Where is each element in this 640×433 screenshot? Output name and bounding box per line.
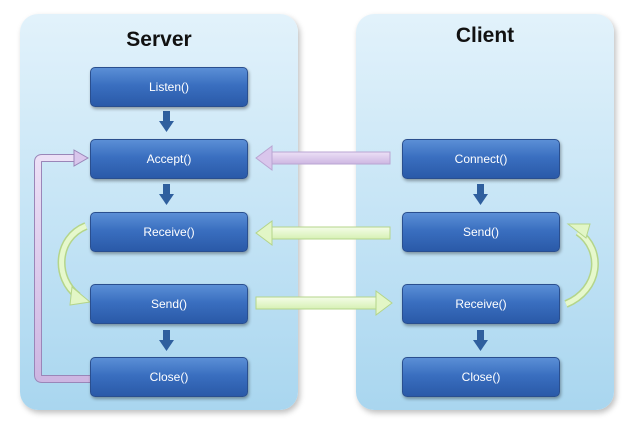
- server-curve-arrowhead: [69, 286, 92, 306]
- server-send-box: Send(): [90, 284, 248, 324]
- server-send-arrowhead: [375, 290, 393, 316]
- connect-arrow: [271, 151, 391, 165]
- client-down-arrows: [473, 184, 488, 351]
- server-close-box: Close(): [90, 357, 248, 397]
- loop-back-arrowhead: [73, 149, 90, 167]
- server-send-arrow: [255, 296, 377, 310]
- client-connect-box: Connect(): [402, 139, 560, 179]
- server-accept-box: Accept(): [90, 139, 248, 179]
- client-receive-box: Receive(): [402, 284, 560, 324]
- client-send-box: Send(): [402, 212, 560, 252]
- client-close-box: Close(): [402, 357, 560, 397]
- client-curve-arrowhead: [566, 223, 591, 239]
- server-receive-box: Receive(): [90, 212, 248, 252]
- client-send-arrow: [271, 226, 391, 240]
- server-down-arrows: [159, 111, 174, 351]
- server-title: Server: [126, 28, 192, 51]
- connect-arrowhead: [255, 145, 273, 171]
- client-send-arrowhead: [255, 220, 273, 246]
- client-title: Client: [455, 24, 515, 47]
- server-listen-box: Listen(): [90, 67, 248, 107]
